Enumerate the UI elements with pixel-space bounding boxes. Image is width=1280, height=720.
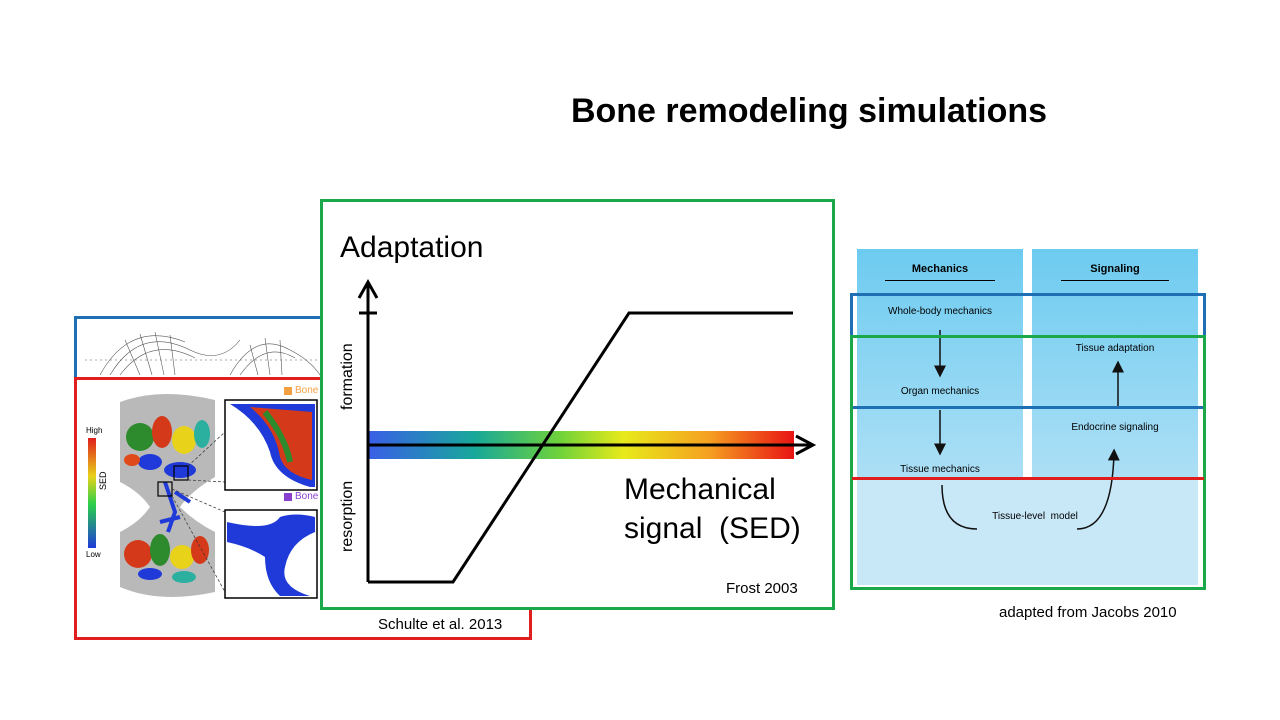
frost-mechanostat-graph — [357, 278, 817, 584]
right-figure-citation: adapted from Jacobs 2010 — [999, 604, 1177, 621]
x-axis-title-line1: Mechanical — [624, 473, 776, 506]
tissue-level-model-label: Tissue-level model — [992, 511, 1078, 522]
resorption-label: resorption — [339, 480, 356, 552]
mechanics-header: Mechanics — [911, 263, 969, 275]
center-figure-citation: Frost 2003 — [726, 580, 798, 597]
model-band — [857, 480, 1198, 585]
signaling-header-underline — [1061, 280, 1169, 281]
mechanostat-curve — [368, 311, 793, 584]
legend-1-label: Bone — [295, 385, 319, 396]
legend-2-swatch — [284, 493, 292, 501]
node-tissue-adaptation: Tissue adaptation — [1075, 343, 1155, 354]
bone-mesh-sketch — [85, 331, 321, 376]
mechanics-header-underline — [885, 280, 995, 281]
node-endocrine-signaling: Endocrine signaling — [1071, 422, 1159, 433]
node-whole-body-mechanics: Whole-body mechanics — [888, 306, 992, 317]
legend-1-swatch — [284, 387, 292, 395]
colorbar-high-label: High — [86, 426, 103, 435]
colorbar-sed-label: SED — [98, 471, 108, 490]
sed-colorbar — [88, 438, 96, 548]
left-figure-citation: Schulte et al. 2013 — [378, 616, 503, 633]
bone-specimen-image — [120, 393, 318, 599]
center-figure-frame — [320, 199, 835, 610]
legend-2-label: Bone — [295, 491, 319, 502]
y-axis-title: Adaptation — [340, 231, 484, 264]
node-organ-mechanics: Organ mechanics — [900, 386, 980, 397]
y-axis-arrowhead — [357, 278, 379, 299]
signaling-header: Signaling — [1090, 263, 1140, 275]
right-figure-red-line — [852, 477, 1204, 480]
x-axis-arrowhead — [795, 434, 817, 456]
formation-label: formation — [339, 343, 356, 410]
right-figure-green-frame — [850, 335, 1206, 590]
colorbar-low-label: Low — [86, 550, 101, 559]
node-tissue-mechanics: Tissue mechanics — [900, 464, 980, 475]
x-axis-title-line2: signal (SED) — [624, 512, 801, 545]
flow-arrows — [934, 330, 1124, 530]
slide-title: Bone remodeling simulations — [570, 92, 1048, 130]
